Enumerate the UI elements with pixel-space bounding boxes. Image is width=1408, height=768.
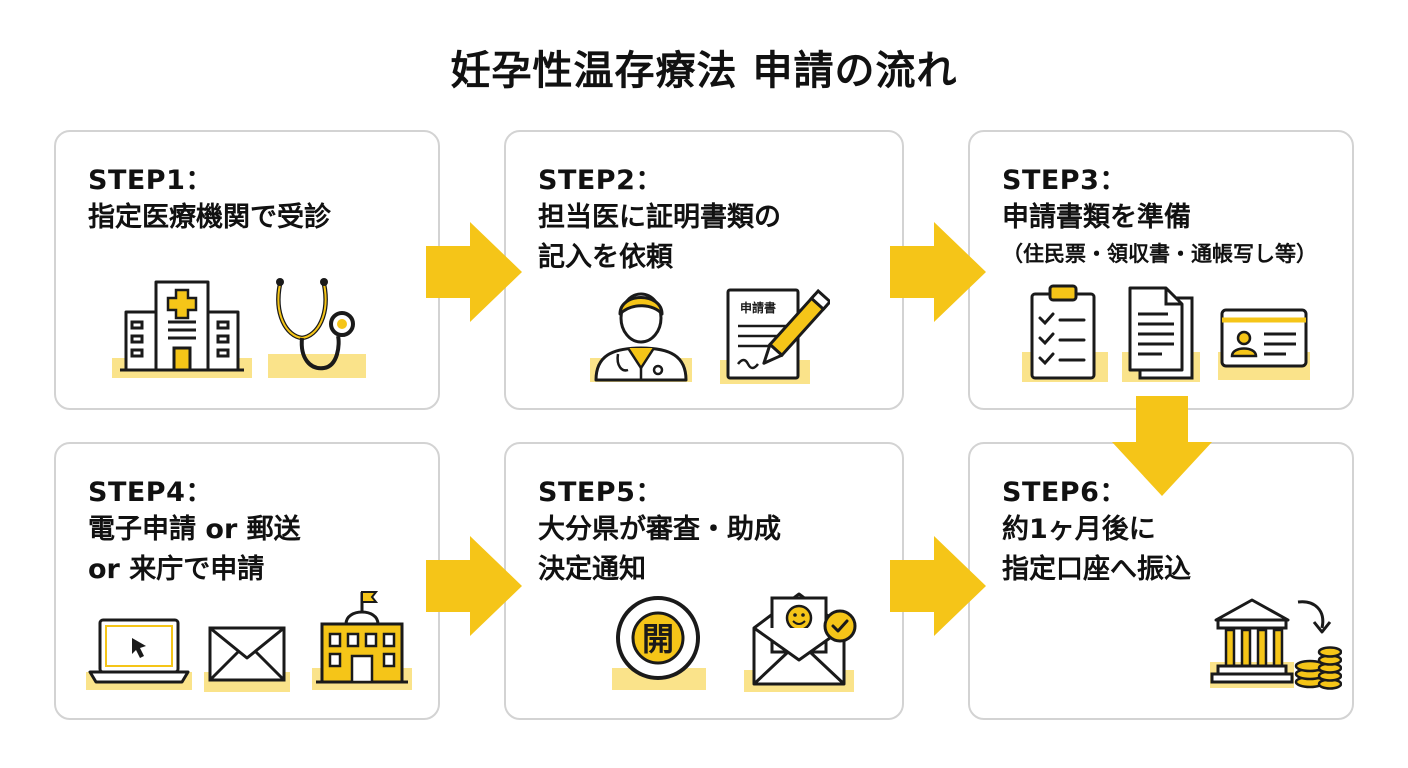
step2-label: STEP2： <box>538 165 663 196</box>
seal-character: 開 <box>642 620 674 658</box>
government-building-icon <box>312 591 412 690</box>
step5-label: STEP5： <box>538 477 663 508</box>
notice-envelope-icon <box>744 592 857 692</box>
arrow-step2-to-step3 <box>890 222 986 322</box>
step6-card: STEP6： 約1ヶ月後に 指定口座へ振込 <box>968 442 1354 720</box>
step4-card: STEP4： 電子申請 or 郵送 or 来庁で申請 <box>54 442 440 720</box>
envelope-icon <box>204 626 290 692</box>
step4-label: STEP4： <box>88 477 213 508</box>
bank-coins-icon <box>1210 598 1342 690</box>
step5-card: STEP5： 大分県が審査・助成 決定通知 開 <box>504 442 904 720</box>
arrow-step4-to-step5 <box>426 536 522 636</box>
arrow-step5-to-step6 <box>890 536 986 636</box>
step1-card: STEP1： 指定医療機関で受診 <box>54 130 440 410</box>
clipboard-checklist-icon <box>1022 284 1108 382</box>
id-card-icon <box>1218 308 1310 380</box>
seal-icon: 開 <box>612 596 706 690</box>
step2-description: 担当医に証明書類の 記入を依頼 <box>538 202 781 273</box>
laptop-icon <box>86 618 192 690</box>
step1-description: 指定医療機関で受診 <box>88 202 331 233</box>
step6-label: STEP6： <box>1002 477 1127 508</box>
step5-description: 大分県が審査・助成 決定通知 <box>538 514 781 585</box>
step2-card: STEP2： 担当医に証明書類の 記入を依頼 申請書 <box>504 130 904 410</box>
step3-label: STEP3： <box>1002 165 1127 196</box>
page-title: 妊孕性温存療法 申請の流れ <box>450 48 958 94</box>
doctor-icon <box>590 292 692 382</box>
arrow-step1-to-step2 <box>426 222 522 322</box>
hospital-icon <box>112 280 252 378</box>
form-title: 申請書 <box>740 300 776 315</box>
step6-description: 約1ヶ月後に 指定口座へ振込 <box>1002 514 1191 585</box>
documents-icon <box>1122 286 1200 382</box>
step3-note: （住民票・領収書・通帳写し等） <box>1002 242 1317 266</box>
form-pen-icon: 申請書 <box>720 288 830 384</box>
step3-description: 申請書類を準備 <box>1002 202 1191 233</box>
step4-description: 電子申請 or 郵送 or 来庁で申請 <box>88 514 301 585</box>
step1-label: STEP1： <box>88 165 213 196</box>
arrow-step3-to-step6 <box>1112 396 1212 496</box>
step3-card: STEP3： 申請書類を準備 （住民票・領収書・通帳写し等） <box>968 130 1354 410</box>
stethoscope-icon <box>268 278 366 378</box>
